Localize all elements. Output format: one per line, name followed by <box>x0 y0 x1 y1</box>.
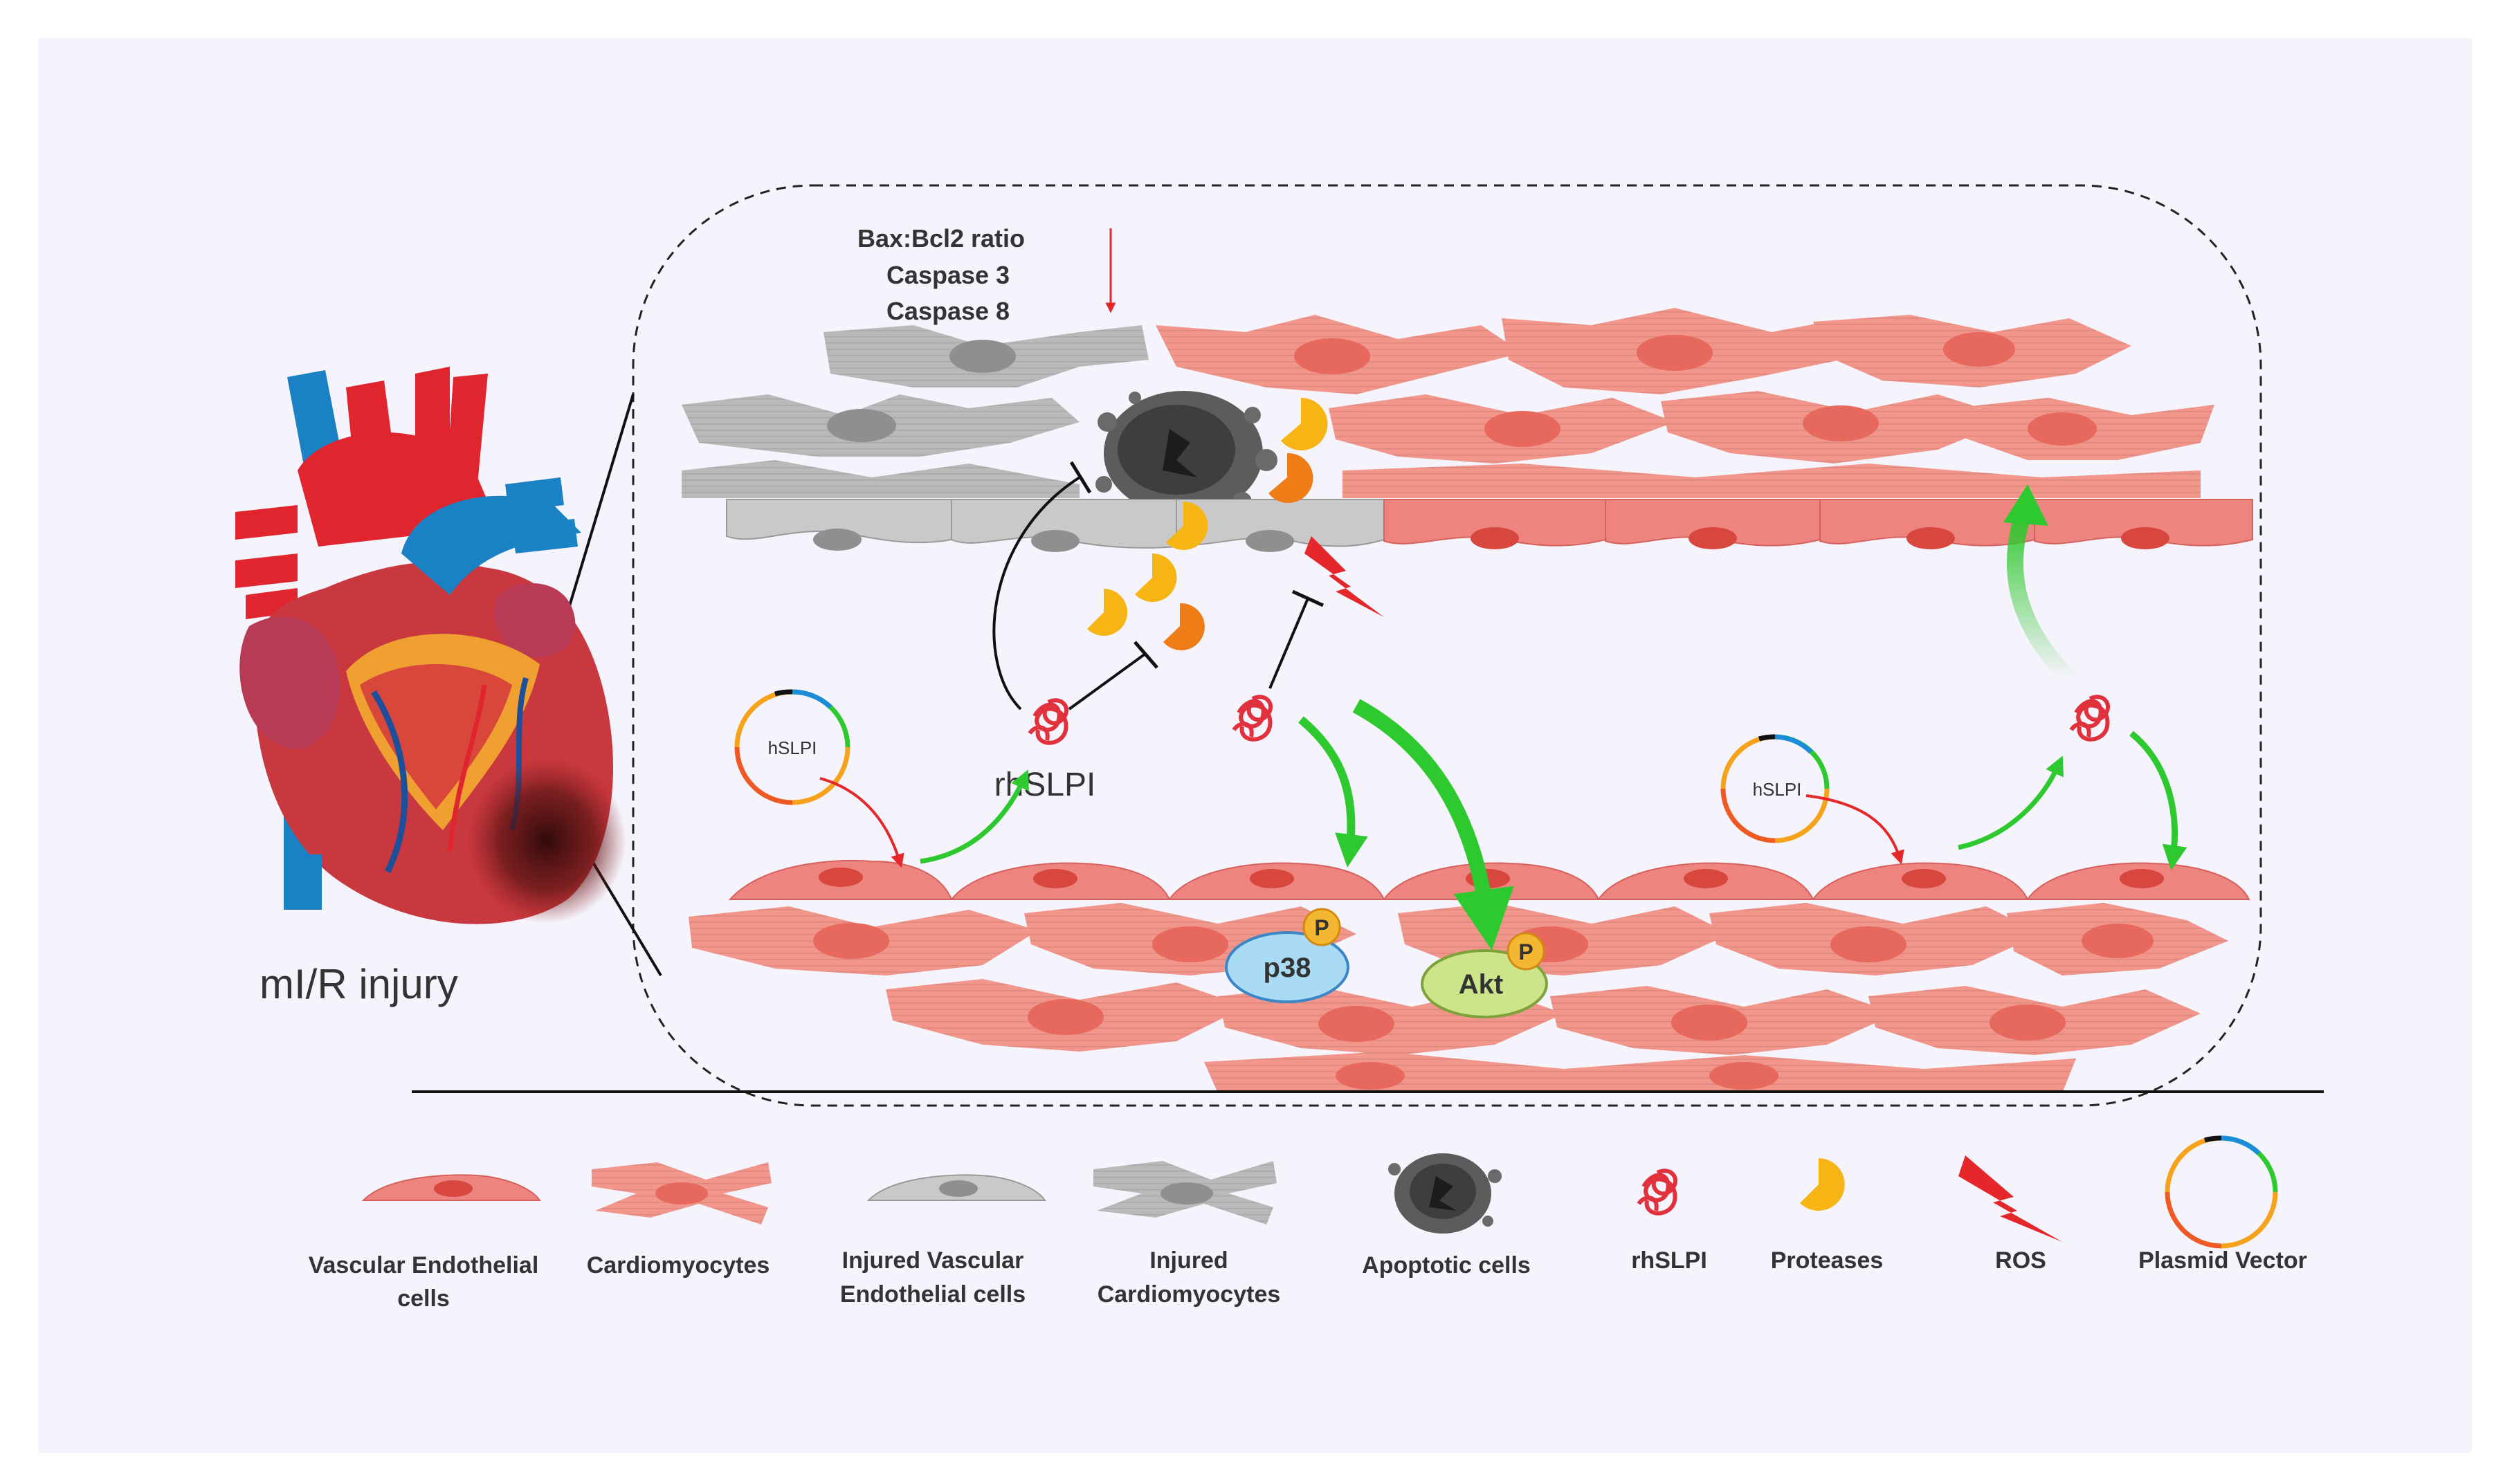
akt-phospho-label: P <box>1518 940 1533 964</box>
plasmid-left-red-arrow <box>819 777 904 868</box>
rhslpi-right-to-upper-tissue-arrow <box>2007 509 2075 684</box>
injured-cardiomyocyte-cells <box>682 325 1149 498</box>
plasmid-left <box>734 689 850 805</box>
svg-text:Apoptotic cells: Apoptotic cells <box>1362 1252 1531 1279</box>
lower-cardiomyocyte-layer <box>689 903 2228 1093</box>
inhibit-ros-line <box>1268 598 1309 689</box>
svg-text:ROS: ROS <box>1995 1247 2046 1274</box>
legend-item-plasmid: Plasmid Vector <box>2138 1135 2307 1274</box>
legend-item-ros: ROS <box>1958 1155 2062 1274</box>
rhslpi-label-left: rhSLPI <box>994 767 1096 803</box>
plasmid-label-right: hSLPI <box>1753 779 1802 800</box>
rhslpi-protein-center <box>1232 695 1273 742</box>
legend-item-rhslpi: rhSLPI <box>1631 1169 1707 1274</box>
rhslpi-to-p38-arrow <box>1298 716 1368 868</box>
akt-label: Akt <box>1459 969 1503 1000</box>
endothelial-to-rhslpi-left-arrow <box>920 769 1029 864</box>
upper-endothelial-row <box>726 499 2253 552</box>
heart-caption: mI/R injury <box>260 961 458 1007</box>
endothelial-to-rhslpi-right-arrow <box>1958 755 2064 850</box>
svg-text:Proteases: Proteases <box>1771 1247 1884 1274</box>
protease-cluster <box>1087 397 1328 650</box>
heart-illustration <box>235 367 626 924</box>
svg-text:Cardiomyocytes: Cardiomyocytes <box>587 1252 770 1279</box>
akt-phospho-badge <box>1507 932 1545 971</box>
p38-kinase <box>1225 931 1349 1003</box>
rhslpi-right-to-endothelial-arrow <box>2129 731 2187 870</box>
rhslpi-to-akt-arrow <box>1352 699 1514 951</box>
ros-bolt <box>1304 536 1384 617</box>
plasmid-label-left: hSLPI <box>768 738 817 758</box>
apoptotic-cell-top <box>1095 391 1277 515</box>
rhslpi-protein-left <box>1028 698 1068 745</box>
marker-caspase-3: Caspase 3 <box>886 261 1010 289</box>
plasmid-right-red-arrow <box>1805 794 1904 865</box>
p38-phospho-label: P <box>1314 915 1329 940</box>
p38-label: p38 <box>1264 953 1311 983</box>
legend-item-apoptotic: Apoptotic cells <box>1362 1153 1531 1279</box>
p38-phospho-badge <box>1302 908 1341 946</box>
inhibit-apoptosis-line <box>992 476 1081 711</box>
lower-endothelial-row <box>728 859 2250 900</box>
legend-item-cardiomyocyte: Cardiomyocytes <box>587 1162 772 1279</box>
upper-cardiomyocyte-layer <box>1156 308 2214 498</box>
rhslpi-protein-right <box>2069 695 2110 742</box>
legend-item-proteases: Proteases <box>1771 1158 1884 1274</box>
marker-bax-bcl2: Bax:Bcl2 ratio <box>857 224 1025 253</box>
svg-text:Plasmid Vector: Plasmid Vector <box>2138 1247 2307 1274</box>
inhibit-protease-line <box>1068 652 1147 711</box>
marker-caspase-8: Caspase 8 <box>886 297 1010 325</box>
zoom-region-outline <box>632 184 2262 1107</box>
svg-text:rhSLPI: rhSLPI <box>1631 1247 1707 1274</box>
